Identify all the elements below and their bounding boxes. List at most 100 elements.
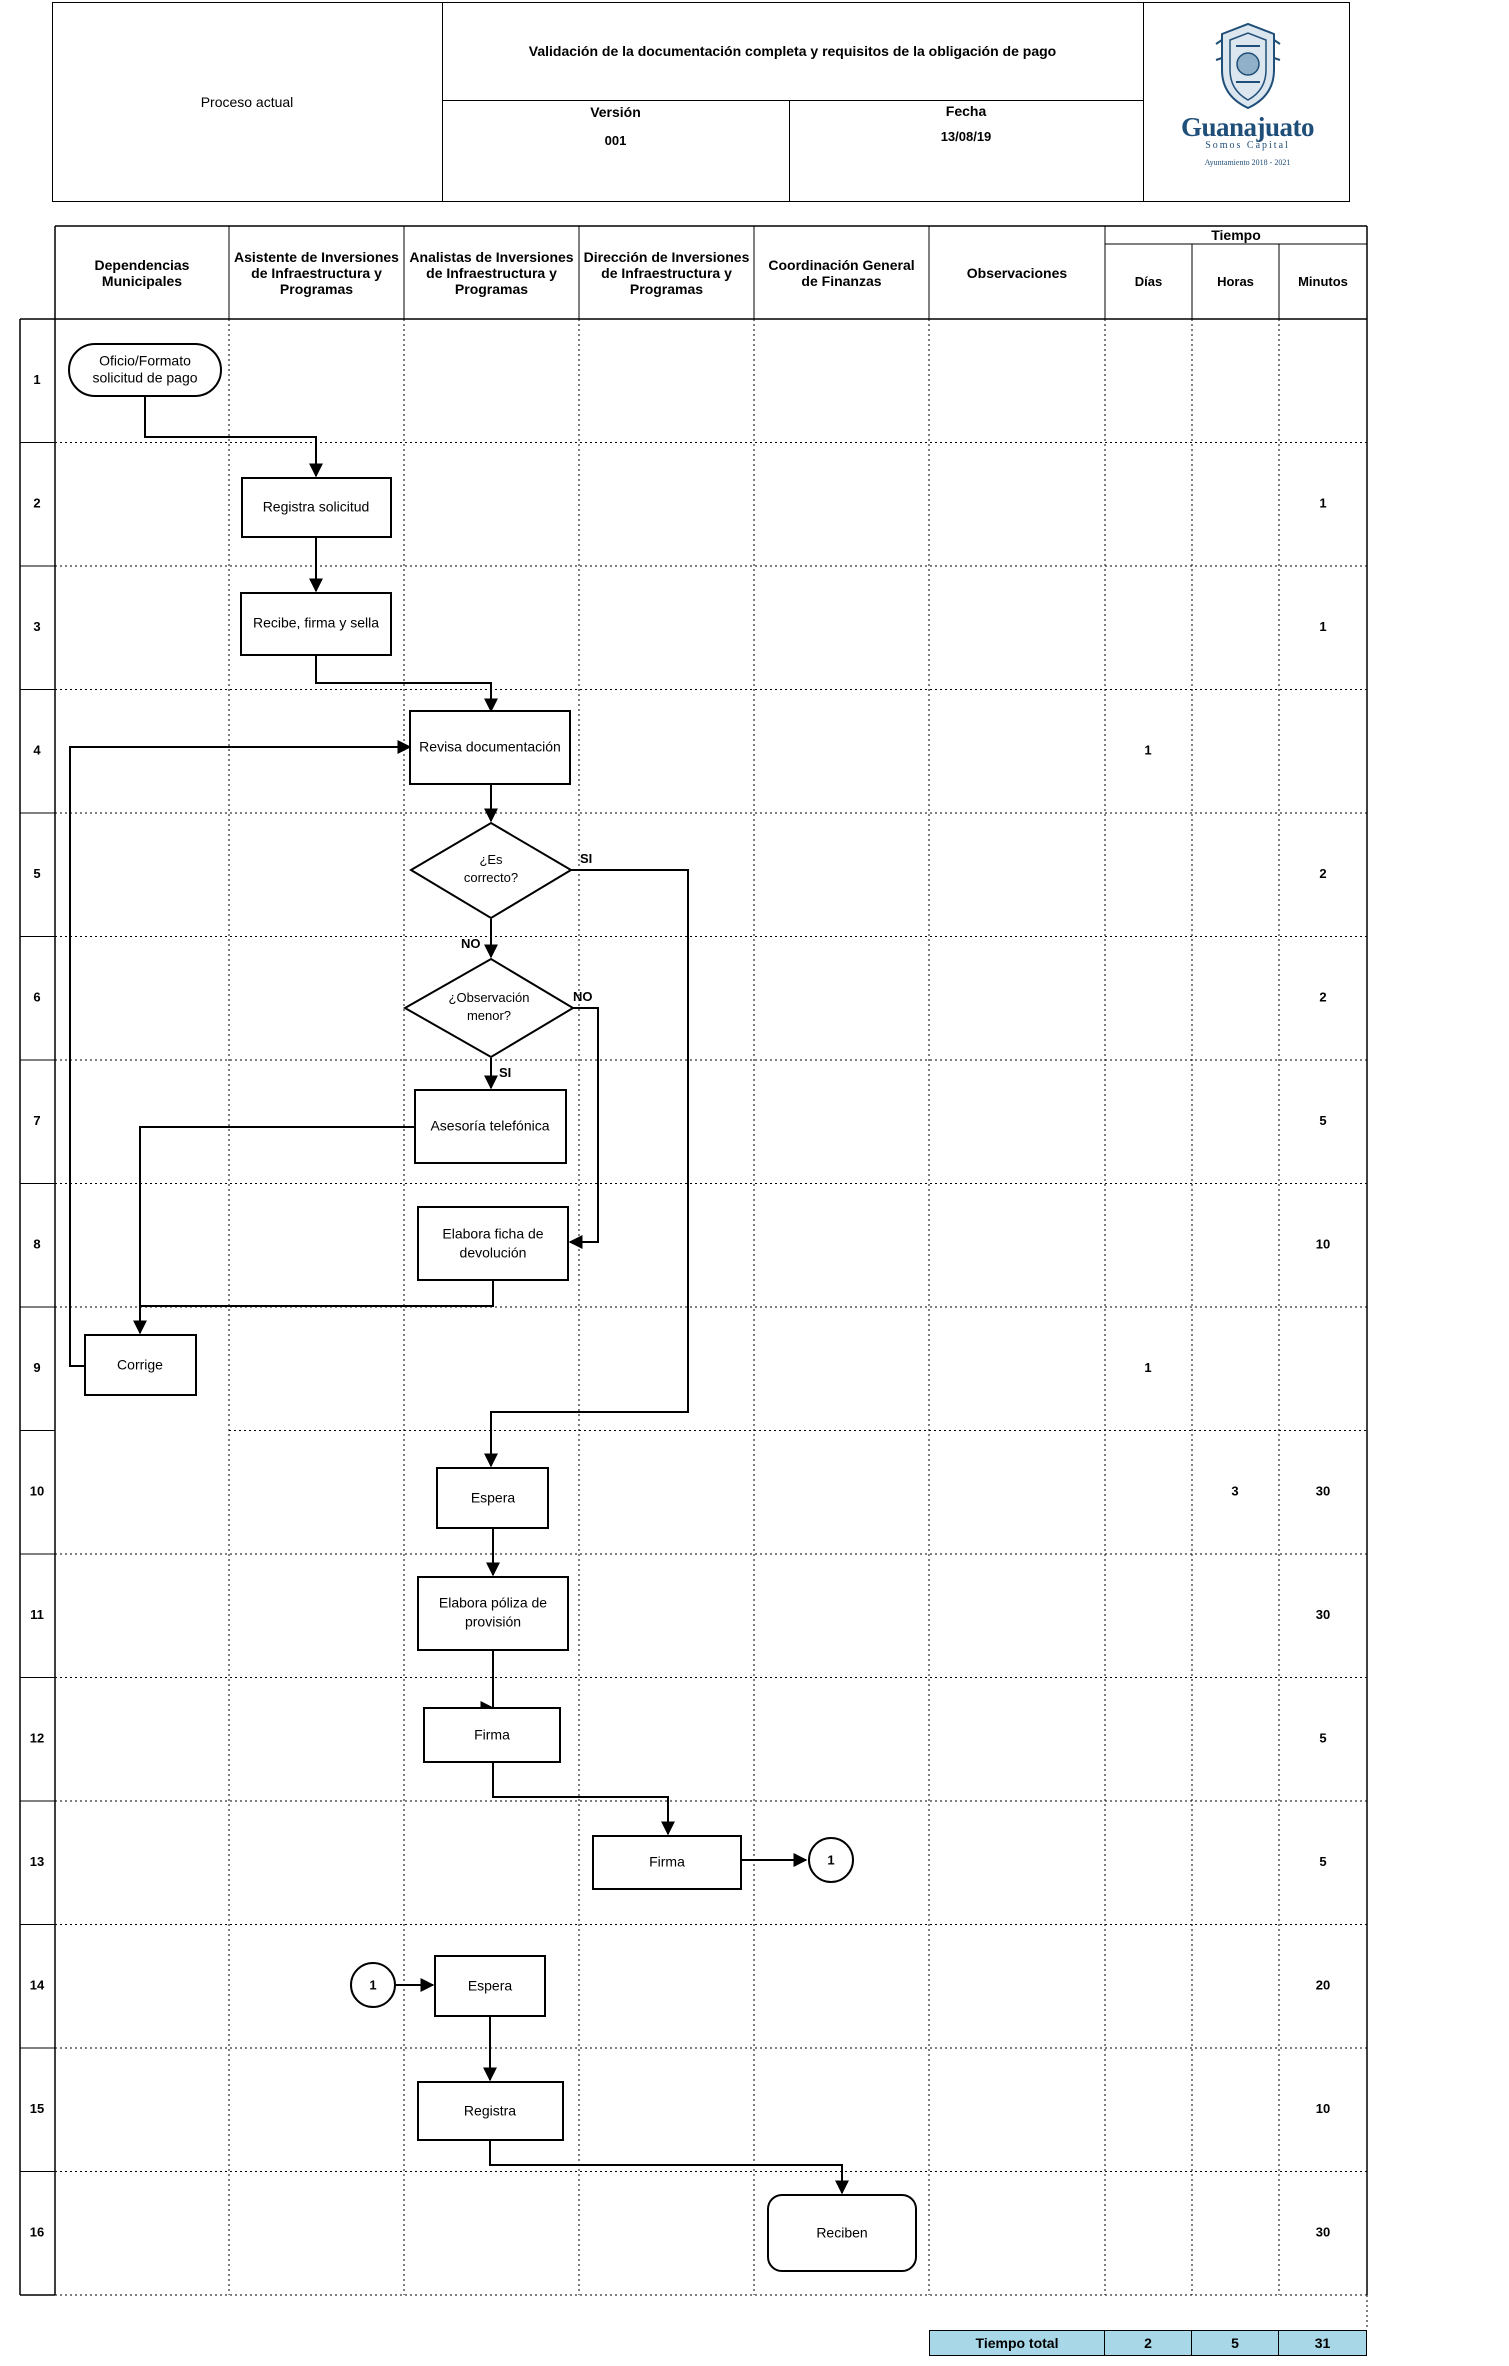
row-number: 10 [30, 1484, 44, 1499]
label-line: Elabora póliza de [439, 1594, 547, 1610]
col-header-dias: Días [1134, 274, 1163, 289]
header-divider-2 [1143, 2, 1144, 202]
label-line: menor? [467, 1008, 511, 1023]
row-minutes: 30 [1316, 2225, 1330, 2240]
row-number: 16 [30, 2225, 44, 2240]
edge-label-si-1: SI [580, 851, 592, 866]
edge-oficio-to-registra [144, 388, 323, 478]
logo-name: Guanajuato [1180, 112, 1315, 142]
col-header-dependencias: Dependencias Municipales [94, 256, 190, 289]
edge-firma-to-firma2 [492, 1762, 675, 1836]
node-reciben-shape [767, 2194, 917, 2272]
edge-label-si-2: SI [499, 1065, 511, 1080]
row-minutes: 1 [1319, 619, 1326, 634]
label-line: devolución [460, 1244, 527, 1260]
total-minutes: 31 [1279, 2330, 1367, 2356]
col-header-asistente: Asistente de Inversiones de Infraestruct… [234, 248, 399, 297]
row-number: 7 [33, 1113, 40, 1128]
edge-obsmenor-no [568, 1007, 599, 1249]
header-divider-1 [442, 2, 443, 202]
row-minutes: 5 [1319, 1854, 1326, 1869]
row-number: 14 [30, 1978, 45, 1993]
process-status-label: Proceso actual [200, 94, 294, 110]
date-label: Fecha [945, 103, 987, 119]
node-registra-solicitud-shape [241, 477, 392, 538]
header-box [52, 2, 1350, 202]
row-number: 11 [30, 1607, 44, 1622]
node-elabora-ficha-shape [417, 1206, 569, 1281]
node-observacion-menor-shape [402, 957, 575, 1059]
guanajuato-logo: Guanajuato Somos Capital Ayuntamiento 20… [1145, 20, 1350, 180]
node-connector-out-shape [808, 1837, 854, 1883]
node-oficio-shape [68, 343, 222, 397]
label-line: solicitud de pago [92, 369, 197, 385]
row-number: 5 [33, 866, 40, 881]
label-line: ¿Es [479, 852, 503, 867]
col-header-tiempo: Tiempo [1211, 227, 1261, 243]
row-minutes: 30 [1316, 1484, 1330, 1499]
edge-recibe-to-revisa [315, 656, 498, 713]
row-minutes: 10 [1316, 2101, 1330, 2116]
node-reciben-label: Reciben [816, 2225, 867, 2241]
version-label: Versión [590, 104, 641, 120]
logo-footer: Ayuntamiento 2018 - 2021 [1204, 158, 1291, 167]
logo-tagline: Somos Capital [1205, 140, 1290, 151]
row-number: 9 [33, 1360, 40, 1375]
label-line: ¿Observación [449, 990, 530, 1005]
col-header-horas: Horas [1217, 274, 1254, 289]
node-connector-out-label: 1 [827, 1852, 834, 1867]
edge-label-no-1: NO [461, 936, 481, 951]
edge-ficha-to-corrige [140, 1280, 494, 1307]
row-days: 1 [1144, 743, 1151, 758]
node-asesoria-shape [414, 1089, 567, 1164]
col-header-direccion: Dirección de Inversiones de Infraestruct… [583, 248, 750, 297]
version-value: 001 [604, 132, 627, 148]
row-number: 2 [33, 496, 40, 511]
node-revisa-label: Revisa documentación [419, 739, 561, 755]
row-number: 1 [33, 372, 40, 387]
row-minutes: 30 [1316, 1607, 1330, 1622]
edge-asesoria-to-corrige [133, 1126, 415, 1335]
total-hours: 5 [1192, 2330, 1279, 2356]
node-registra-solicitud-label: Registra solicitud [263, 499, 370, 515]
node-asesoria-label: Asesoría telefónica [430, 1118, 549, 1134]
row-number: 8 [33, 1237, 40, 1252]
row-minutes: 2 [1319, 990, 1326, 1005]
node-recibe-firma-shape [240, 592, 392, 656]
node-connector-in-shape [350, 1962, 396, 2008]
node-observacion-menor-label: ¿Observación menor? [449, 990, 530, 1023]
row-number: 13 [30, 1854, 44, 1869]
node-recibe-firma-label: Recibe, firma y sella [253, 615, 379, 631]
coat-of-arms-icon [1214, 22, 1281, 110]
edge-corrige-to-revisa [69, 740, 412, 1367]
edge-label-no-2: NO [573, 989, 593, 1004]
date-value: 13/08/19 [940, 128, 992, 144]
total-time-label: Tiempo total [929, 2330, 1105, 2356]
node-connector-in-label: 1 [369, 1977, 376, 1992]
row-minutes: 20 [1316, 1978, 1330, 1993]
node-elabora-poliza-label: Elabora póliza de provisión [439, 1594, 547, 1629]
node-firma-2-label: Firma [649, 1854, 685, 1870]
row-number: 6 [33, 990, 40, 1005]
node-registra-label: Registra [464, 2103, 516, 2119]
row-minutes: 5 [1319, 1731, 1326, 1746]
node-elabora-poliza-shape [417, 1576, 569, 1651]
node-espera-1-label: Espera [471, 1490, 516, 1506]
col-header-coordinacion: Coordinación General de Finanzas [768, 256, 915, 289]
row-days: 1 [1144, 1360, 1151, 1375]
node-firma-1-shape [423, 1707, 561, 1763]
header-divider-3 [442, 100, 1143, 101]
header-divider-4 [789, 100, 790, 202]
row-minutes: 2 [1319, 866, 1326, 881]
col-header-minutos: Minutos [1298, 274, 1348, 289]
label-line: provisión [465, 1613, 521, 1629]
page-title: Validación de la documentación completa … [528, 43, 1057, 59]
node-espera-2-label: Espera [468, 1978, 513, 1994]
row-hours: 3 [1231, 1484, 1238, 1499]
node-es-correcto-shape [409, 821, 573, 920]
node-revisa-shape [409, 710, 571, 785]
label-line: Oficio/Formato [99, 352, 191, 368]
